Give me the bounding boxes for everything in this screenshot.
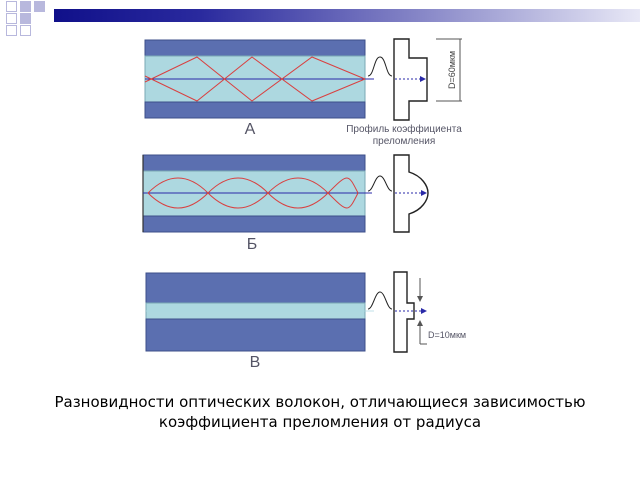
fiber-b: Б	[142, 154, 429, 253]
fiber-a-profile-arrow	[420, 76, 426, 82]
slide-header-decoration	[0, 0, 640, 36]
fiber-a-ray	[144, 56, 366, 102]
fiber-b-cladding-bottom	[142, 215, 366, 233]
fiber-a-diameter-label: D=60мкм	[447, 51, 457, 89]
fiber-b-ray	[147, 177, 359, 209]
fiber-c-diameter-label: D=10мкм	[428, 330, 466, 340]
profile-caption-line2: преломления	[373, 136, 436, 147]
fiber-c-cladding-bottom	[145, 318, 366, 352]
fiber-c: D=10мкм В	[145, 271, 466, 371]
deco-square	[6, 25, 17, 36]
caption-line-1: Разновидности оптических волокон, отлича…	[54, 393, 586, 411]
fiber-a-pulse	[367, 56, 393, 77]
slide-caption: Разновидности оптических волокон, отлича…	[0, 392, 640, 432]
deco-square	[6, 1, 17, 12]
fiber-c-cladding-top	[145, 272, 366, 304]
deco-square	[34, 1, 45, 12]
profile-caption-line1: Профиль коэффициента	[346, 123, 462, 135]
fiber-b-label: Б	[247, 236, 258, 253]
caption-line-2: коэффициента преломления от радиуса	[158, 413, 482, 431]
fiber-b-index-profile	[393, 154, 429, 233]
fiber-b-cladding-top	[142, 154, 366, 172]
fiber-a-ray	[144, 56, 366, 102]
fiber-b-pulse	[367, 175, 393, 192]
deco-square	[20, 25, 31, 36]
fiber-a: D=60мкм А Профиль коэффициента преломлен…	[144, 38, 462, 147]
fiber-a-cladding-top	[144, 39, 366, 57]
fiber-c-pulse	[367, 291, 393, 310]
fiber-b-profile-arrow	[421, 190, 427, 196]
header-gradient-bar	[54, 9, 640, 22]
fiber-c-index-profile	[393, 271, 415, 353]
deco-square	[20, 1, 31, 12]
fiber-c-dim-arrowhead	[417, 320, 423, 326]
deco-square	[20, 13, 31, 24]
fiber-a-cladding-bottom	[144, 101, 366, 119]
fiber-a-index-profile	[393, 38, 428, 121]
fiber-c-label: В	[250, 354, 261, 371]
fiber-c-profile-arrow	[421, 308, 427, 314]
fiber-c-dim-arrowhead	[417, 296, 423, 302]
deco-square	[6, 13, 17, 24]
fiber-a-label: А	[245, 121, 256, 138]
